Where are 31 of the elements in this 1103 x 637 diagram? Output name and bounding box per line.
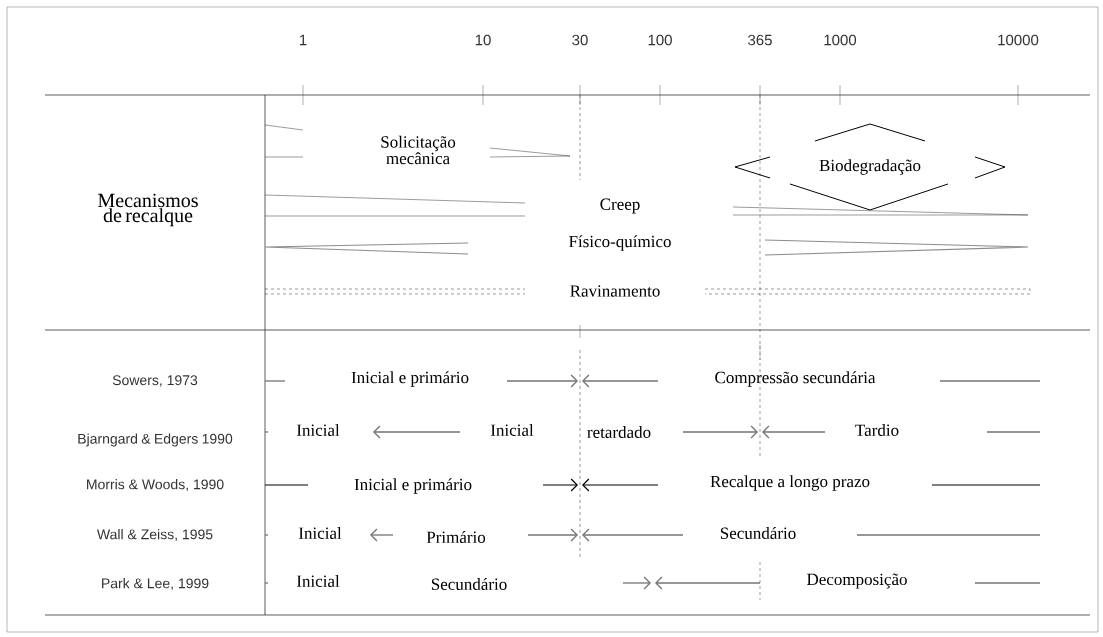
phase-label: Inicial [298,527,342,539]
author-label: Wall & Zeiss, 1995 [97,529,213,541]
phase-label: Inicial e primário [351,371,469,387]
phase-label: Inicial [296,575,340,587]
tick-label: 10 [475,34,491,46]
phase-label: Solicitação mecânica [381,135,456,165]
tick-label: 1 [300,34,307,46]
author-label: Sowers, 1973 [112,375,198,387]
phase-label: Secundário [720,527,796,539]
tick-label: 100 [648,34,672,46]
phase-label: Inicial e primário [354,478,472,494]
phase-label: Recalque a longo prazo [710,475,870,491]
phase-label: retardado [587,426,651,438]
tick-label: 1000 [824,34,857,46]
phase-label: Compressão secundária [715,371,876,387]
phase-label: Físico-químico [569,235,671,251]
phase-label: Inicial [490,424,534,436]
row-heading: Mecanismos de recalque [98,193,198,227]
tick-label: 10000 [998,34,1039,46]
author-label: Park & Lee, 1999 [102,578,209,590]
author-label: Bjarngard & Edgers 1990 [78,433,233,447]
phase-label: Inicial [296,424,340,436]
phase-label: Decomposição [807,573,907,589]
phase-label: Primário [426,531,486,543]
author-label: Morris & Woods, 1990 [87,479,224,491]
phase-label: Tardio [855,424,899,436]
phase-label: Secundário [431,578,507,590]
phase-label: Creep [600,198,640,214]
phase-label: Ravinamento [570,285,660,297]
tick-label: 30 [572,34,588,46]
tick-label: 365 [748,34,772,46]
